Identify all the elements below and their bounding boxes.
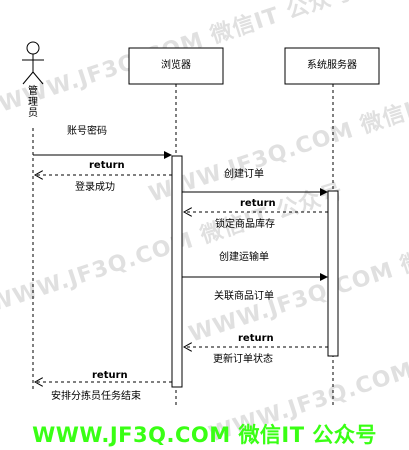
participant-box-server bbox=[284, 47, 380, 85]
actor-label: 管理员 bbox=[28, 86, 38, 119]
message-label: return bbox=[89, 160, 125, 171]
message-label: 关联商品订单 bbox=[214, 291, 274, 302]
message-label: 创建订单 bbox=[224, 169, 264, 180]
message-label: 创建运输单 bbox=[219, 252, 269, 263]
message-label: 账号密码 bbox=[67, 126, 107, 137]
message-label: return bbox=[240, 198, 276, 209]
actor-figure bbox=[22, 41, 44, 85]
footer-watermark: WWW.JF3Q.COM 微信IT 公众号 bbox=[32, 423, 377, 447]
activation-browser bbox=[171, 155, 183, 388]
message-label: return bbox=[92, 370, 128, 381]
message-label: return bbox=[238, 333, 274, 344]
message-label: 登录成功 bbox=[75, 182, 115, 193]
message-label: 更新订单状态 bbox=[213, 354, 273, 365]
participant-label-browser: 浏览器 bbox=[161, 60, 191, 71]
message-label: 安排分拣员任务结束 bbox=[51, 391, 141, 402]
participant-label-server: 系统服务器 bbox=[307, 60, 357, 71]
message-label: 锁定商品库存 bbox=[215, 219, 275, 230]
activation-server bbox=[327, 190, 339, 357]
